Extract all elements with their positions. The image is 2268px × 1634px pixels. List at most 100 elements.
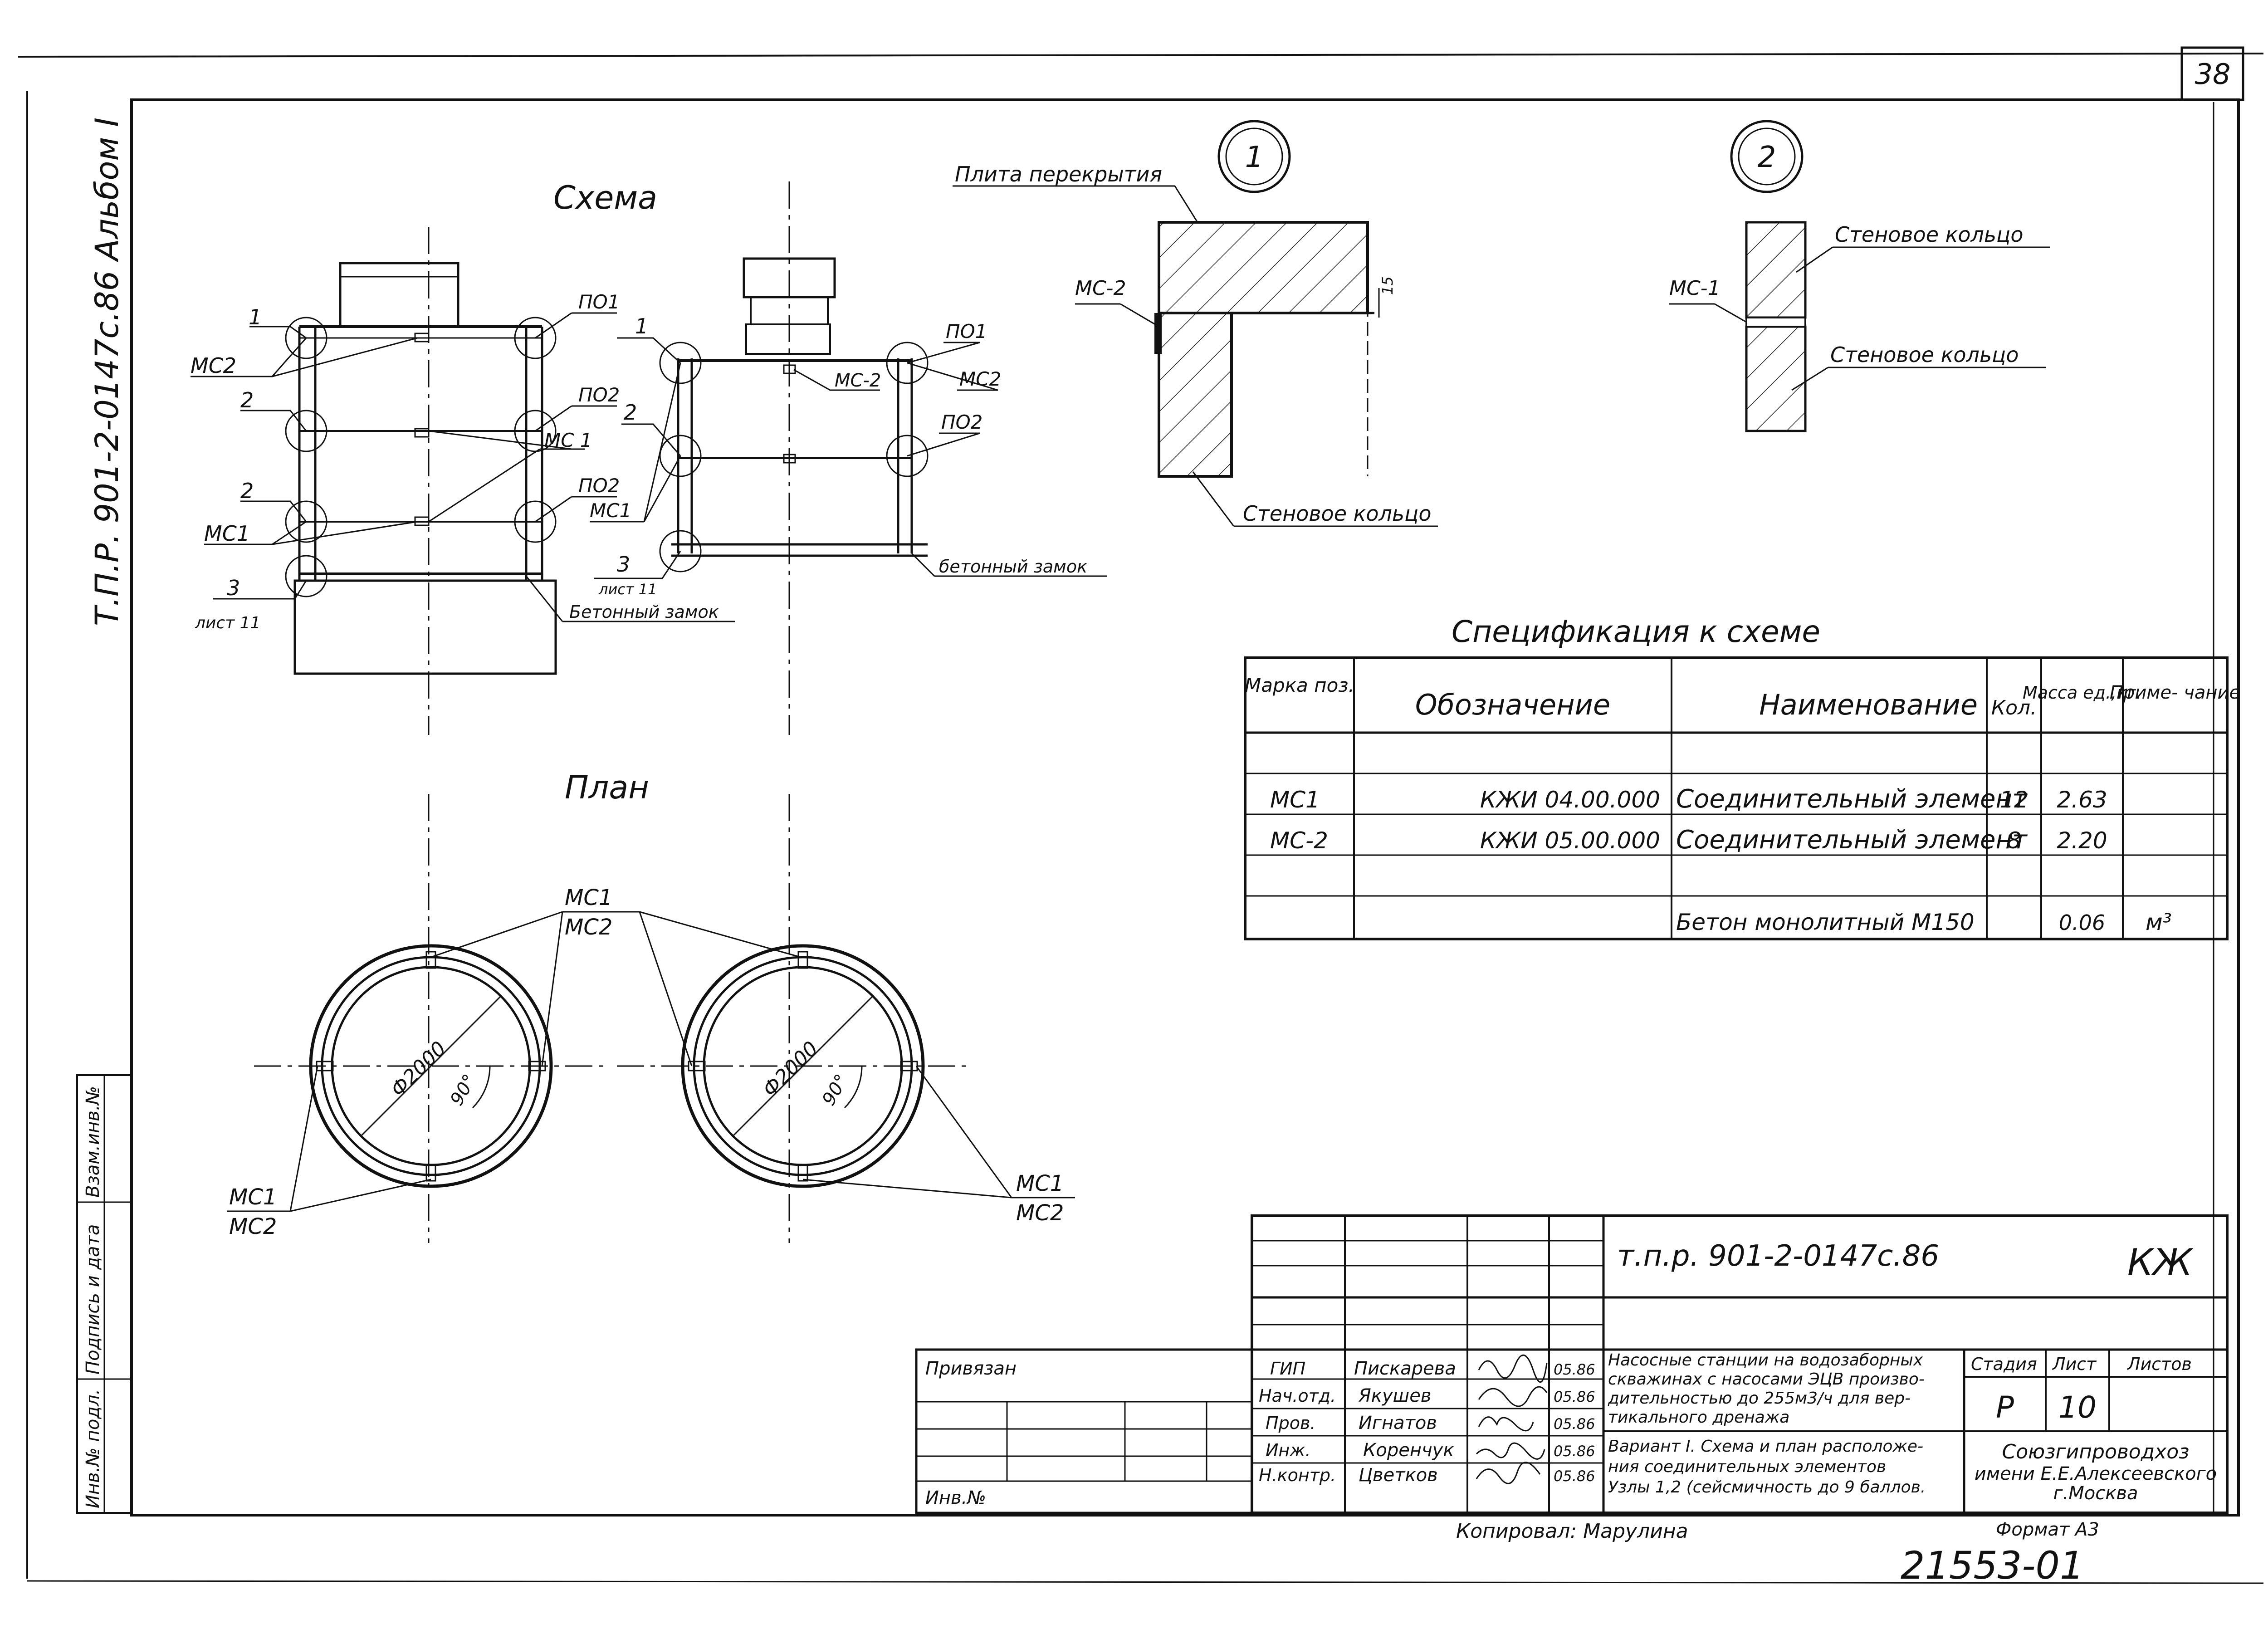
plan-leaders [227,911,1075,1212]
scheme-right-label-mc-2: МС-2 [835,370,881,391]
node-1-number: 1 [1245,141,1264,174]
title-block-org: имени Е.Е.Алексеевского [1975,1463,2217,1484]
title-block-variant: Узлы 1,2 (сейсмичность до 9 баллов. [1608,1478,1926,1497]
plan-label-mc2-bottom-right: МС2 [1016,1200,1064,1226]
title-block-org: Союзгипроводхоз [2002,1440,2189,1463]
spec-cell: Бетон монолитный М150 [1676,909,1975,935]
spec-header-designation: Обозначение [1415,688,1610,721]
spec-header-qty: Кол. [1991,696,2037,719]
spec-header-mass: Масса ед.,кг. [2023,683,2141,703]
spec-header-note: Приме- чание [2110,682,2240,703]
plan-left-diameter: Ф2000 [386,1037,451,1101]
title-block-description: дительностью до 255м3/ч для вер- [1608,1389,1911,1408]
copied-by: Копировал: Марулина [1456,1520,1688,1543]
title-block-role: Инж. [1266,1440,1311,1460]
archive-number: 21553-01 [1901,1543,2084,1588]
title-block-name: Коренчук [1363,1440,1454,1461]
plan-label-mc1-top: МС1 [565,885,612,910]
right-well-elevation [659,257,929,572]
title-block: Привязан Инв.№ т.п.р. 901-2-0147с.86 КЖ … [915,1214,2229,1514]
plan-right-angle: 90° [818,1071,852,1109]
title-block-name: Якушев [1358,1385,1431,1406]
title-block-sheets-label: Листов [2126,1354,2192,1374]
sheet-format: Формат А3 [1996,1519,2099,1540]
title-block-org: г.Москва [2053,1483,2138,1504]
title-block-date: 05.86 [1554,1443,1595,1460]
title-block-stage-label: Стадия [1971,1354,2037,1374]
scheme-right-label-mc1: МС1 [590,499,631,522]
scheme-right-label-node-3: 3 [617,552,630,577]
scheme-label-po2b: ПО2 [578,475,620,497]
spec-header-mark: Марка поз. [1245,674,1354,696]
strip-label-vzam: Взам.инв.№ [83,1086,103,1198]
signature-4 [1476,1442,1545,1460]
scheme-right-label-mc2: МС2 [959,368,1001,390]
node-2-ring-label-bottom: Стеновое кольцо [1830,342,2019,367]
left-well-plan [309,944,553,1188]
spec-cell: КЖИ 04.00.000 [1480,787,1660,813]
spec-header-name: Наименование [1759,688,1978,721]
node-1-ring-label: Стеновое кольцо [1243,501,1432,526]
strip-label-podpis: Подпись и дата [83,1224,103,1375]
spec-cell: 12 [1999,787,2028,813]
node-1-slab-label: Плита перекрытия [955,162,1162,186]
scheme-label-mc2: МС2 [191,353,236,378]
title-block-sheet: 10 [2058,1390,2097,1425]
scheme-right-label-node-2: 2 [624,400,637,425]
scheme-right-label-po2: ПО2 [941,411,982,433]
scheme-label-concrete-lock-left: Бетонный замок [569,602,719,622]
node-2-ring-label-top: Стеновое кольцо [1835,222,2024,247]
plan-label-mc2-top: МС2 [565,915,612,940]
title-block-variant: Вариант I. Схема и план расположе- [1608,1437,1923,1456]
spec-cell: Соединительный элемент [1676,825,2028,855]
plan-right-diameter: Ф2000 [758,1037,823,1101]
plan-label-mc1-bottom-right: МС1 [1016,1171,1064,1196]
scheme-section: Схема [191,179,1107,1243]
scheme-label-sheet-11: лист 11 [195,614,260,632]
sheet-frame: 38 [18,46,2264,1584]
title-block-sheet-label: Лист [2052,1354,2097,1374]
title-block-section: КЖ [2127,1241,2194,1283]
scheme-label-po2a: ПО2 [578,384,620,406]
signature-3 [1478,1416,1534,1432]
node-2-element-label: МС-1 [1669,277,1721,300]
plan-left-angle: 90° [446,1071,480,1109]
plan-title: План [565,769,649,806]
title-block-variant: ния соединительных элементов [1608,1458,1886,1476]
plan-label-mc1-bottom-left: МС1 [229,1184,277,1210]
title-block-code: т.п.р. 901-2-0147с.86 [1617,1239,1939,1273]
spec-table: Спецификация к схеме Марка поз. Обозначе… [1244,614,2240,940]
title-block-description: скважинах с насосами ЭЦВ произво- [1608,1370,1925,1389]
node-2-number: 2 [1758,141,1776,174]
scheme-label-node-3: 3 [227,576,240,600]
page-number: 38 [2195,58,2231,91]
plan-section: План [227,769,1075,1239]
signature-5 [1476,1462,1541,1484]
title-block-inv: Инв.№ [925,1487,986,1508]
spec-title: Спецификация к схеме [1452,614,1820,649]
scheme-right-label-po1: ПО1 [946,320,987,342]
left-well-elevation [285,262,557,675]
title-block-name: Игнатов [1359,1413,1437,1433]
scheme-right-label-node-1: 1 [635,314,648,338]
spec-cell: 8 [2007,827,2021,854]
plan-label-mc2-bottom-left: МС2 [229,1214,277,1239]
title-block-date: 05.86 [1554,1388,1595,1405]
scheme-leaders [191,312,1107,622]
signature-1 [1478,1355,1548,1383]
scheme-right-label-sheet-11: лист 11 [598,581,657,598]
title-block-stage: Р [1996,1390,2014,1425]
scheme-label-concrete-lock-right: бетонный замок [939,557,1087,577]
spec-cell: м³ [2146,909,2172,935]
spec-cell: 0.06 [2059,910,2105,935]
scheme-label-node-2a: 2 [240,388,254,412]
spec-cell: МС-2 [1270,827,1328,854]
scheme-label-node-2b: 2 [240,479,254,503]
left-strip: Взам.инв.№ Подпись и дата Инв.№ подл. [76,1074,132,1514]
spec-cell: КЖИ 05.00.000 [1480,827,1660,854]
spec-cell: Соединительный элемент [1676,784,2028,814]
title-block-name: Пискарева [1354,1358,1456,1379]
node-1-detail: 1 15 Плита перекрытия МС-2 Стеновое коль… [953,120,1438,527]
title-block-date: 05.86 [1554,1468,1595,1485]
